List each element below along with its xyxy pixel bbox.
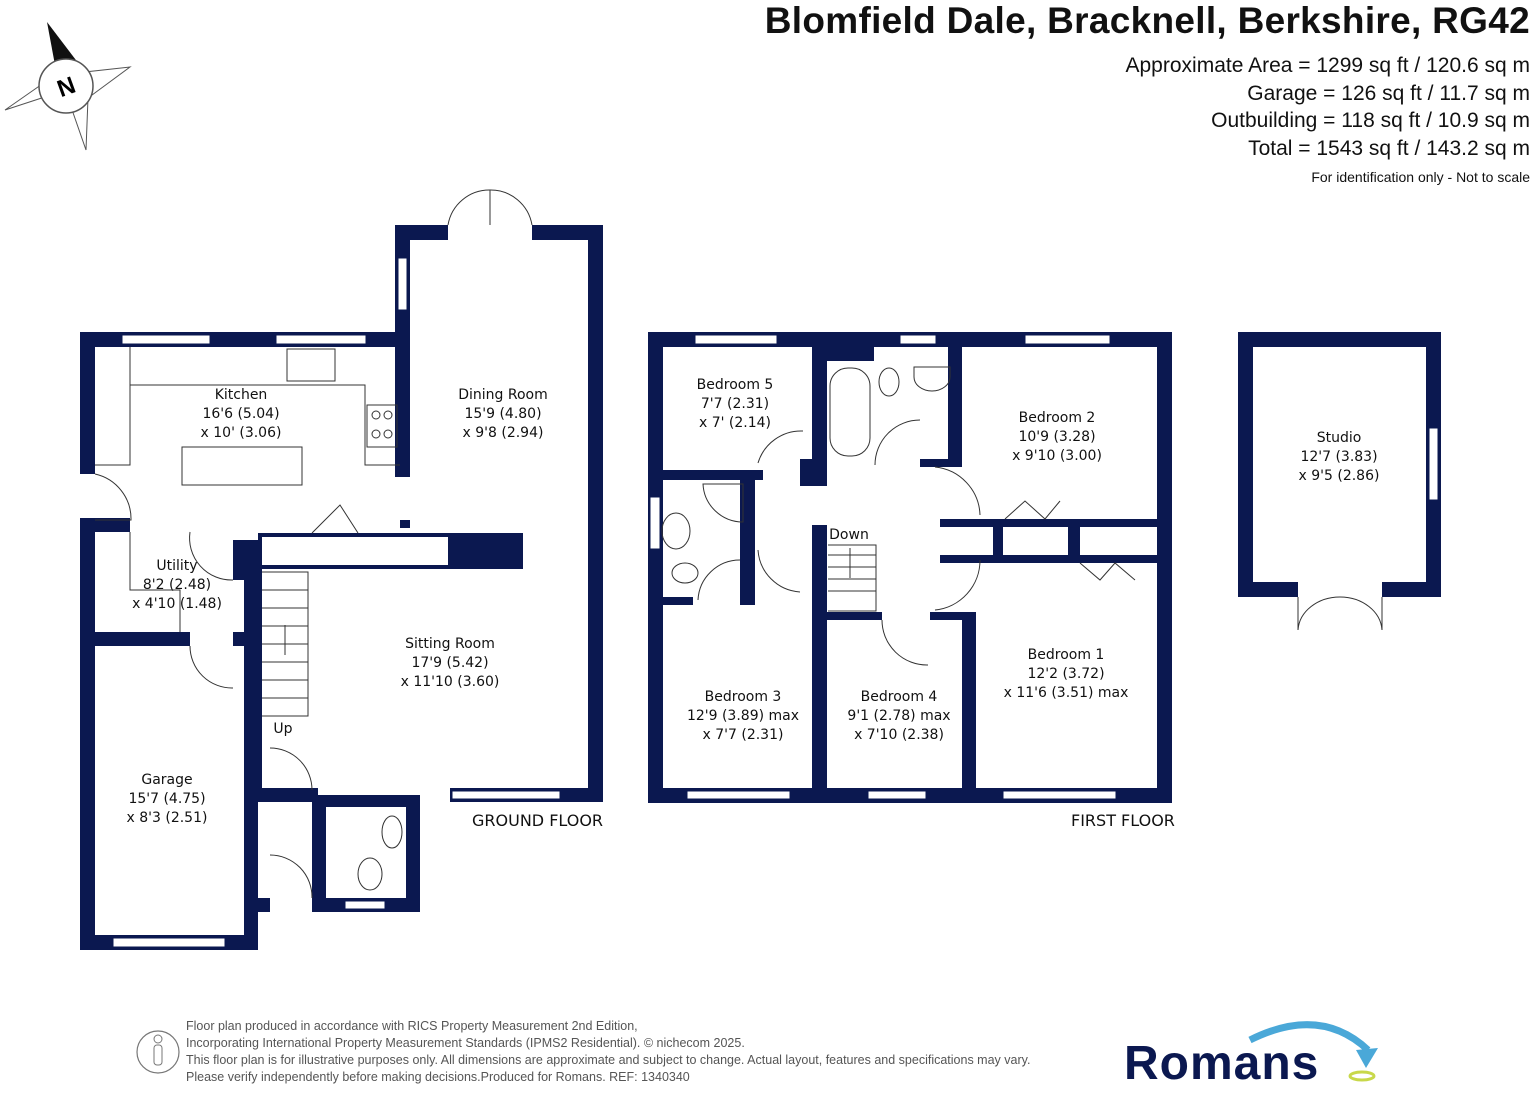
ipms-person-icon [136,1030,180,1074]
room-dim: x 8'3 (2.51) [127,810,208,826]
footer-line: Floor plan produced in accordance with R… [186,1019,638,1033]
room-name: Bedroom 3 [705,689,782,705]
room-dim: 7'7 (2.31) [701,396,769,412]
room-dim: 16'6 (5.04) [202,406,279,422]
identification-note: For identification only - Not to scale [1311,169,1530,185]
room-dim: 12'9 (3.89) max [687,708,799,724]
ground-floor-fixtures [94,189,533,899]
room-dim: 15'7 (4.75) [128,791,205,807]
ground-floor-label: GROUND FLOOR [472,811,603,830]
ground-floor-windows [112,257,561,948]
room-dim: 9'1 (2.78) max [847,708,950,724]
room-dim: 12'7 (3.83) [1300,449,1377,465]
room-dim: x 7'10 (2.38) [854,727,944,743]
footer-line: Incorporating International Property Mea… [186,1036,745,1050]
approximate-area: Approximate Area = 1299 sq ft / 120.6 sq… [1125,54,1531,77]
room-name: Kitchen [215,387,268,403]
room-dim: x 4'10 (1.48) [132,596,222,612]
first-floor-windows [649,334,1117,800]
room-name: Bedroom 1 [1028,647,1105,663]
total-area: Total = 1543 sq ft / 143.2 sq m [1248,136,1530,160]
footer-line: Please verify independently before makin… [186,1070,690,1084]
property-address-title: Blomfield Dale, Bracknell, Berkshire, RG… [764,0,1530,41]
room-dim: x 9'5 (2.86) [1299,468,1380,484]
romans-logo-arrow-icon [1248,1021,1378,1082]
room-dim: x 7' (2.14) [699,415,771,431]
footer-line: This floor plan is for illustrative purp… [186,1053,1031,1067]
romans-logo: Romans [1124,1037,1320,1090]
room-dim: 10'9 (3.28) [1018,429,1095,445]
room-name: Studio [1317,430,1362,446]
room-name: Sitting Room [405,636,495,652]
first-floor-fixtures [661,366,1136,666]
first-floor-label: FIRST FLOOR [1071,811,1175,830]
room-name: Utility [156,558,197,574]
room-dim: 17'9 (5.42) [411,655,488,671]
room-name: Garage [141,772,192,788]
room-dim: x 7'7 (2.31) [703,727,784,743]
room-name: Bedroom 5 [697,377,774,393]
compass-icon: N [4,22,132,151]
outbuilding-area: Outbuilding = 118 sq ft / 10.9 sq m [1211,109,1530,132]
room-name: Bedroom 2 [1019,410,1096,426]
stairs-up-label: Up [273,721,292,737]
room-dim: x 11'10 (3.60) [401,674,500,690]
footer-disclaimer: Floor plan produced in accordance with R… [186,1018,1030,1086]
room-dim: 8'2 (2.48) [143,577,211,593]
room-dim: x 11'6 (3.51) max [1004,685,1129,701]
stairs-down-label: Down [829,527,869,543]
room-dim: 12'2 (3.72) [1027,666,1104,682]
studio-walls [1238,332,1441,631]
room-dim: x 9'10 (3.00) [1012,448,1102,464]
garage-area: Garage = 126 sq ft / 11.7 sq m [1247,81,1530,105]
room-name: Bedroom 4 [861,689,938,705]
room-dim: x 10' (3.06) [201,425,282,441]
room-dim: x 9'8 (2.94) [463,425,544,441]
area-summary: Approximate Area = 1299 sq ft / 120.6 sq… [1126,52,1531,162]
room-name: Dining Room [458,387,548,403]
room-dim: 15'9 (4.80) [464,406,541,422]
